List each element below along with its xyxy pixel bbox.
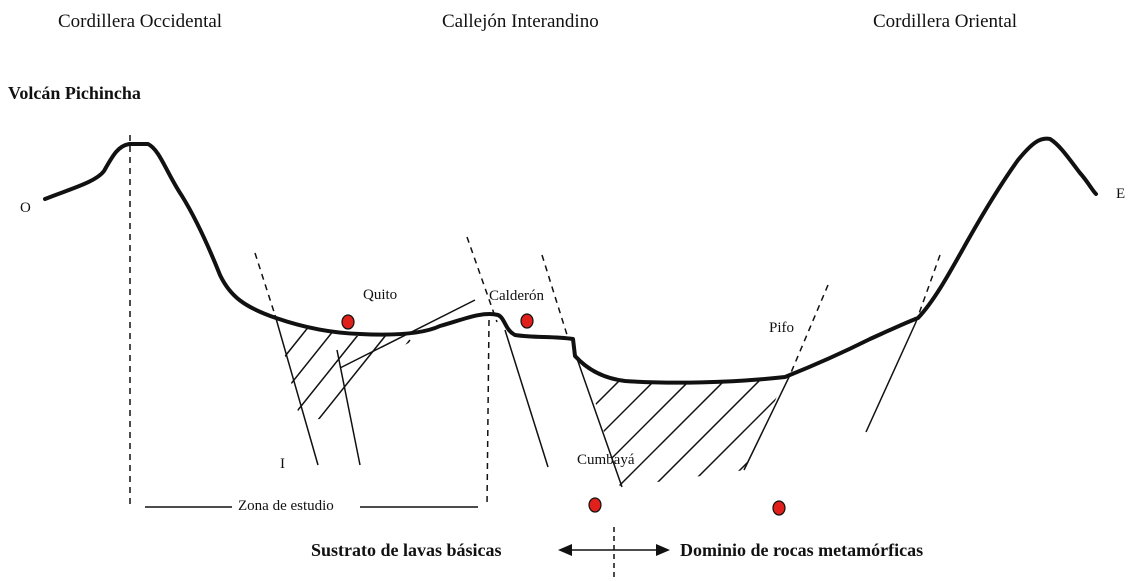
- cumbaya-label: Cumbayá: [577, 452, 635, 468]
- cordillera-occidental-label: Cordillera Occidental: [58, 11, 223, 32]
- zona-de-estudio-label: Zona de estudio: [238, 498, 334, 514]
- dominio-rocas-label: Dominio de rocas metamórficas: [680, 540, 924, 560]
- fault-line-pifo-dashed: [789, 284, 829, 376]
- fault-line-center-d: [573, 349, 623, 488]
- fault-line-east-dashed: [915, 254, 941, 323]
- pifo-label: Pifo: [769, 320, 795, 336]
- cumbaya-marker: [588, 497, 602, 513]
- right-arrowhead-icon: [656, 544, 670, 556]
- fault-line-pifo: [743, 374, 791, 471]
- pifo-marker: [772, 500, 786, 516]
- tick-mark-label: I: [280, 456, 285, 472]
- fault-line-east: [865, 321, 917, 433]
- fault-line-west-a: [254, 252, 276, 316]
- calderon-marker: [520, 313, 534, 329]
- fault-line-west-d: [339, 299, 476, 369]
- left-arrowhead-icon: [558, 544, 572, 556]
- cordillera-oriental-label: Cordillera Oriental: [873, 11, 1018, 32]
- sustrato-lavas-label: Sustrato de lavas básicas: [311, 540, 502, 560]
- west-direction-label: O: [20, 200, 31, 216]
- fault-line-center-c: [541, 254, 569, 339]
- calderon-label: Calderón: [489, 288, 544, 304]
- west-basin-hatching: [276, 318, 440, 420]
- quito-marker: [341, 314, 355, 330]
- topographic-profile-line: [43, 136, 1098, 385]
- fault-line-west-c: [336, 349, 361, 466]
- fault-line-center-b: [504, 329, 549, 468]
- fault-line-west-b: [274, 314, 319, 466]
- quito-label: Quito: [363, 287, 398, 303]
- callejon-interandino-label: Callejón Interandino: [442, 11, 599, 32]
- zone-east-dashed-line: [486, 319, 490, 507]
- volcan-pichincha-label: Volcán Pichincha: [8, 83, 141, 103]
- fault-line-center-a: [466, 236, 498, 323]
- east-direction-label: E: [1116, 186, 1126, 202]
